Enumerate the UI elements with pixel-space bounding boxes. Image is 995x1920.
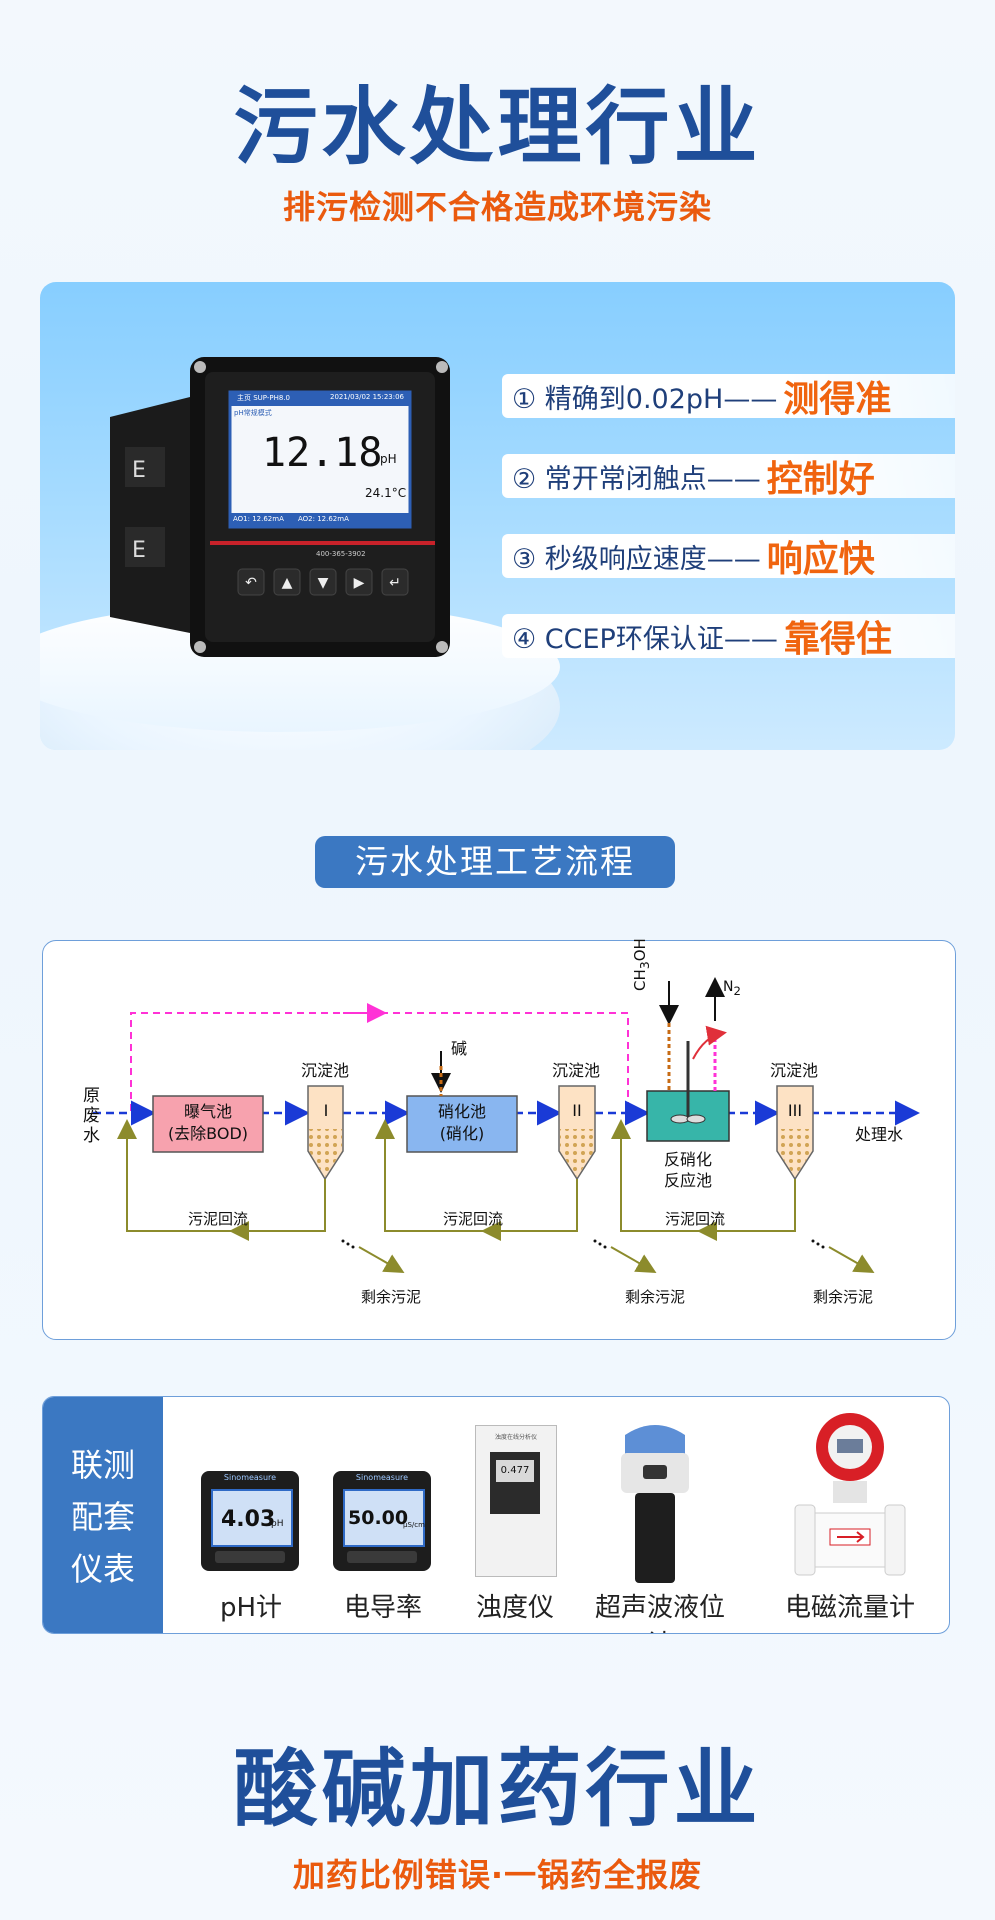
- ultrasonic-level-meter-label: 超声波液位计: [594, 1593, 725, 1633]
- feature-highlight: 响应快: [766, 539, 875, 580]
- denitrification-line: 反硝化: [663, 1150, 712, 1169]
- raw-water-char: 废: [83, 1106, 100, 1126]
- conductivity-meter-reading: 50.00: [348, 1507, 409, 1529]
- svg-text:▶: ▶: [354, 575, 365, 591]
- svg-text:E: E: [132, 538, 146, 563]
- feature-item-2: ② 常开常闭触点—— 控制好: [502, 454, 955, 500]
- settling-tank-label-1: 沉淀池: [300, 1061, 349, 1080]
- process-flow-svg: [93, 977, 920, 1273]
- methanol-part: OH: [631, 938, 649, 962]
- turbidity-meter-image: 浊度在线分析仪 0.477: [475, 1425, 557, 1577]
- svg-text:▲: ▲: [282, 575, 293, 591]
- feature-text: ② 常开常闭触点——: [512, 463, 761, 495]
- feature-text: ④ CCEP环保认证——: [512, 623, 778, 655]
- ph-meter-image: Sinomeasure 4.03 pH: [201, 1471, 299, 1571]
- device-brand-label: 主页 SUP-PH8.0: [237, 394, 291, 402]
- alkali-label: 碱: [451, 1039, 468, 1058]
- feature-highlight: 控制好: [766, 459, 875, 500]
- ph-meter-screen: 4.03 pH: [211, 1489, 293, 1547]
- aeration-tank-name: 曝气池: [183, 1102, 232, 1121]
- section-subtitle-acid-base: 加药比例错误·一锅药全报废: [292, 1856, 703, 1894]
- section-subtitle-wastewater: 排污检测不合格造成环境污染: [282, 188, 712, 226]
- methanol-label: CH3OH: [631, 938, 652, 991]
- nitrification-note: (硝化): [439, 1124, 485, 1143]
- turbidity-meter-label: 浊度仪: [475, 1593, 554, 1623]
- sludge-return-label-1: 污泥回流: [188, 1210, 249, 1228]
- excess-sludge-label-2: 剩余污泥: [625, 1288, 686, 1306]
- side-label-line: 配套: [70, 1498, 135, 1536]
- ph-meter-unit: pH: [271, 1519, 284, 1529]
- device-hotline: 400-365-3902: [316, 550, 366, 558]
- svg-text:↶: ↶: [245, 575, 257, 591]
- settling-tank-label-2: 沉淀池: [551, 1061, 600, 1080]
- denitrification-line: 反应池: [663, 1171, 712, 1190]
- aeration-tank-note: (去除BOD): [167, 1124, 249, 1143]
- conductivity-meter-unit: μS/cm: [403, 1521, 425, 1529]
- aeration-tank-label: 曝气池 (去除BOD): [153, 1101, 263, 1145]
- feature-text: ③ 秒级响应速度——: [512, 543, 761, 575]
- nitrogen-label: N2: [723, 979, 741, 998]
- excess-sludge-label-3: 剩余污泥: [813, 1288, 874, 1306]
- svg-text:▼: ▼: [318, 575, 329, 591]
- feature-item-4: ④ CCEP环保认证—— 靠得住: [502, 614, 955, 660]
- conductivity-meter-image: Sinomeasure 50.00 μS/cm: [333, 1471, 431, 1571]
- ph-meter-brand: Sinomeasure: [223, 1473, 277, 1482]
- product-banner: E E ↶ ▲ ▼ ▶ ↵ 主页 SUP-PH8.0 2021/03/02 15:23…: [40, 282, 955, 750]
- device-date: 2021/03/02 15:23:06: [330, 393, 405, 401]
- raw-water-label: 原 废 水: [83, 1086, 100, 1146]
- feature-item-3: ③ 秒级响应速度—— 响应快: [502, 534, 955, 580]
- section-title-wastewater: 污水处理行业: [233, 78, 762, 176]
- device-temp: 24.1°C: [365, 486, 407, 500]
- sludge-return-label-2: 污泥回流: [443, 1210, 504, 1228]
- process-flow-diagram: 原 废 水 曝气池 (去除BOD) 硝化池 (硝化) 沉淀池 沉淀池 沉淀池 I…: [42, 938, 956, 1340]
- ph-meter-device-image: E E ↶ ▲ ▼ ▶ ↵: [110, 357, 450, 657]
- electromagnetic-flowmeter-label: 电磁流量计: [784, 1593, 915, 1623]
- turbidity-meter-brand: 浊度在线分析仪: [494, 1434, 537, 1441]
- electromagnetic-flowmeter-image: [794, 1413, 906, 1576]
- device-ao2: AO2: 12.62mA: [298, 515, 349, 523]
- side-label-line: 联测: [70, 1446, 135, 1484]
- svg-text:E: E: [132, 458, 146, 483]
- device-reading: 12.18: [262, 430, 383, 476]
- settling-roman-2: II: [572, 1101, 582, 1120]
- excess-sludge-label-1: 剩余污泥: [361, 1288, 422, 1306]
- ph-meter-reading: 4.03: [221, 1507, 276, 1532]
- instruments-panel: 联测 配套 仪表 Sinomeasure 4.03 pH pH计 Sinomea…: [42, 1396, 950, 1634]
- methanol-subscript: 3: [637, 961, 652, 970]
- feature-item-1: ① 精确到0.02pH—— 测得准: [502, 374, 955, 420]
- conductivity-meter-brand: Sinomeasure: [355, 1473, 409, 1482]
- nitrogen-subscript: 2: [733, 983, 741, 998]
- conductivity-meter-buttons: [347, 1551, 417, 1563]
- nitrogen-symbol: N: [723, 979, 734, 995]
- ph-meter-label: pH计: [219, 1593, 283, 1623]
- treated-water-label: 处理水: [855, 1125, 904, 1144]
- methanol-part: CH: [631, 969, 649, 991]
- feature-highlight: 测得准: [783, 379, 892, 420]
- device-mode: pH常规模式: [234, 409, 272, 417]
- svg-text:↵: ↵: [389, 575, 401, 591]
- ph-meter-buttons: [215, 1551, 285, 1563]
- device-ao1: AO1: 12.62mA: [233, 515, 284, 523]
- device-unit: pH: [380, 452, 397, 466]
- nitrification-tank-label: 硝化池 (硝化): [407, 1101, 517, 1145]
- ultrasonic-level-meter-image: [621, 1425, 689, 1583]
- nitrification-name: 硝化池: [437, 1102, 486, 1121]
- settling-tank-label-3: 沉淀池: [769, 1061, 818, 1080]
- settling-roman-3: III: [787, 1101, 803, 1120]
- section-title-acid-base: 酸碱加药行业: [233, 1740, 762, 1838]
- side-label-line: 仪表: [70, 1550, 135, 1588]
- feature-highlight: 靠得住: [783, 619, 892, 660]
- conductivity-meter-screen: 50.00 μS/cm: [343, 1489, 425, 1547]
- feature-text: ① 精确到0.02pH——: [512, 383, 778, 415]
- settling-roman-1: I: [323, 1101, 329, 1120]
- turbidity-meter-reading: 0.477: [496, 1460, 534, 1482]
- sludge-return-label-3: 污泥回流: [665, 1210, 726, 1228]
- conductivity-meter-label: 电导率: [343, 1593, 422, 1623]
- instruments-side-label: 联测 配套 仪表: [43, 1397, 163, 1633]
- raw-water-char: 原: [83, 1086, 100, 1106]
- raw-water-char: 水: [83, 1126, 100, 1146]
- denitrification-label: 反硝化 反应池: [647, 1149, 729, 1191]
- turbidity-meter-face: 0.477: [490, 1452, 540, 1514]
- process-title: 污水处理工艺流程: [315, 836, 675, 888]
